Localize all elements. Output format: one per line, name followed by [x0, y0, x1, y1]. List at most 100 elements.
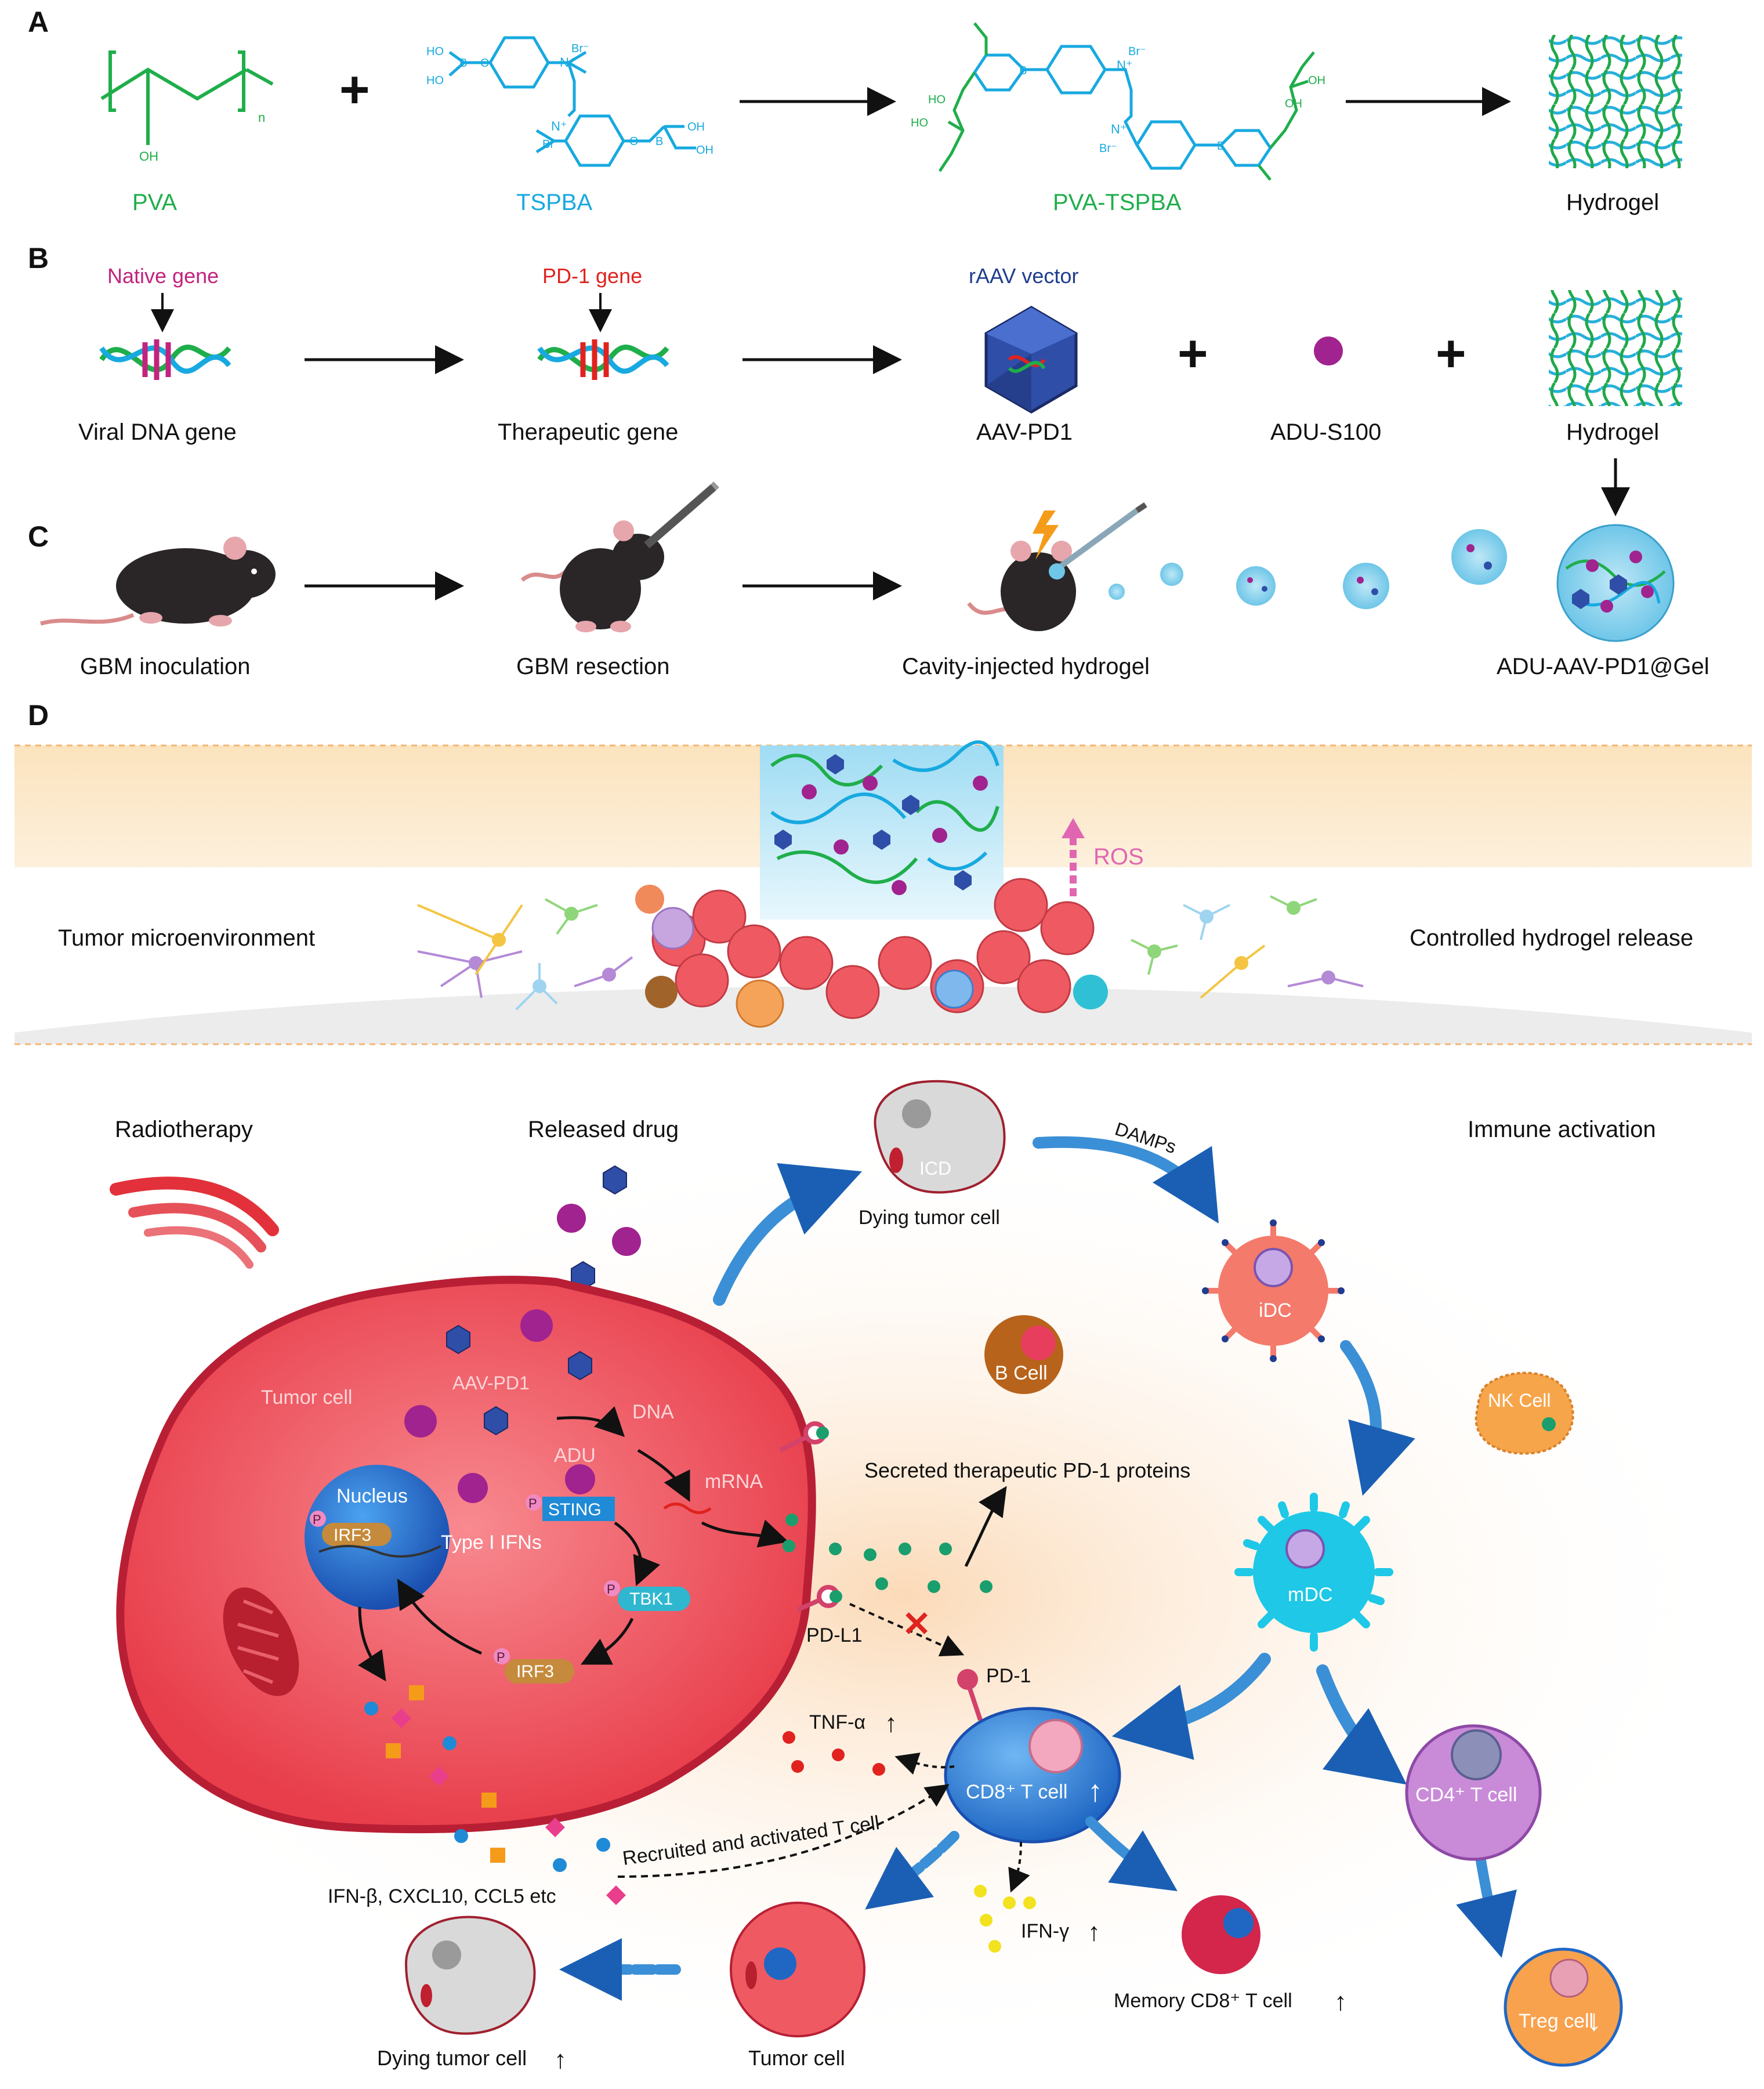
treg-cell-label: Treg cell [1519, 2010, 1593, 2032]
adu-aav-gel-label: ADU-AAV-PD1@Gel [1497, 654, 1709, 679]
pt-oh-1: OH [1308, 74, 1325, 87]
tspba-br-2: Br⁻ [542, 138, 560, 151]
dying-tumor-cell-bottom [404, 1916, 536, 2035]
tspba-b-1: B [459, 57, 467, 70]
b-cell-label: B Cell [995, 1362, 1048, 1384]
hydrogel-label-b: Hydrogel [1566, 419, 1659, 445]
secreted-pd1-label: Secreted therapeutic PD-1 proteins [864, 1458, 1190, 1482]
sting-p [526, 1494, 542, 1511]
pva-n: n [258, 110, 265, 125]
radiotherapy-waves [110, 1176, 279, 1269]
dying-tumor-cell-top-label: Dying tumor cell [859, 1207, 1000, 1229]
native-gene-label: Native gene [107, 264, 219, 288]
plus-b2: + [1436, 325, 1466, 383]
treg-cell [1504, 1947, 1623, 2067]
tbk1-p [604, 1580, 620, 1596]
therapeutic-gene-label: Therapeutic gene [498, 419, 678, 445]
gbm-inoculation-label: GBM inoculation [80, 654, 250, 679]
icd-label: ICD [919, 1158, 951, 1179]
dna-strand-nucleus [318, 1545, 441, 1558]
mdc-label: mDC [1288, 1584, 1332, 1606]
aav-pd1-label: AAV-PD1 [976, 419, 1073, 445]
tbk1-badge [618, 1587, 690, 1611]
pt-nplus-2: N⁺ [1111, 122, 1127, 136]
viral-dna-helix [99, 339, 231, 380]
panel-label-b: B [28, 242, 49, 274]
cd4-t-cell-label: CD4⁺ T cell [1415, 1784, 1517, 1806]
viral-dna-label: Viral DNA gene [78, 419, 237, 445]
therapeutic-gene-helix [537, 339, 669, 380]
hydrogel-bead-sequence [1109, 529, 1507, 609]
hydrogel-mesh-a [1549, 35, 1682, 168]
sting-pathway-arrows [358, 1406, 789, 1682]
tspba-nplus-1: N⁺ [560, 55, 576, 70]
pd-l1-receptor-top [779, 1421, 829, 1453]
tspba-ho-1: HO [426, 45, 444, 58]
plus-b1: + [1178, 325, 1208, 383]
tnf-alpha-label: TNF-α [809, 1711, 865, 1733]
raav-vector-label: rAAV vector [969, 264, 1078, 288]
cd8-up-arrow: ↑ [1088, 1775, 1103, 1808]
tspba-structure [448, 36, 696, 167]
tspba-label: TSPBA [516, 190, 592, 215]
mouse-inoculation [39, 537, 276, 627]
pt-br-2: Br⁻ [1099, 142, 1117, 155]
adu-aav-pd1-gel-bead [1556, 524, 1675, 642]
cd8-nucleus [1028, 1719, 1083, 1773]
large-tumor-cell [116, 1276, 816, 1834]
memory-cd8-t-cell [1182, 1895, 1260, 1974]
ros-arrow [1062, 818, 1085, 896]
pva-tspba-structure [938, 22, 1315, 181]
radiotherapy-label: Radiotherapy [115, 1117, 253, 1142]
hydrogel-column-fibers [770, 740, 999, 884]
panel-label-c: C [28, 520, 49, 553]
pt-br-1: Br⁻ [1128, 45, 1146, 58]
released-drug-label: Released drug [528, 1117, 679, 1142]
b-cell [984, 1315, 1063, 1394]
sting-badge [542, 1497, 615, 1521]
pt-b-1: B [1019, 64, 1027, 77]
adu-cell-label: ADU [554, 1444, 596, 1467]
tumor-microenvironment-label: Tumor microenvironment [58, 925, 315, 951]
released-drug-particles [557, 1165, 641, 1291]
irf3-nucleus-label: IRF3 [334, 1526, 371, 1545]
ifn-gamma-up: ↑ [1088, 1918, 1100, 1946]
hydrogel-mesh-b [1549, 290, 1682, 406]
dying-tumor-cell-up: ↑ [554, 2045, 567, 2074]
immune-flow-arrows [559, 1136, 1517, 2001]
tspba-o-1: O [480, 57, 490, 70]
pva-tspba-label: PVA-TSPBA [1053, 190, 1182, 215]
immune-activation-label: Immune activation [1468, 1117, 1656, 1142]
tbk1-label: TBK1 [629, 1590, 673, 1609]
tspba-ho-2: HO [426, 74, 444, 87]
treg-down-arrow: ↓ [1586, 2004, 1602, 2037]
cd4-t-cell [1405, 1724, 1542, 1861]
adu-s100-label: ADU-S100 [1270, 419, 1381, 445]
tnf-alpha-arrow [894, 1753, 955, 1775]
irf3-cyto-badge [505, 1659, 574, 1683]
memory-cd8-label: Memory CD8⁺ T cell [1114, 1990, 1292, 2012]
tissue-floor [15, 986, 1752, 1044]
pva-label: PVA [132, 190, 177, 215]
idc-label: iDC [1259, 1299, 1292, 1322]
sting-p-label: P [528, 1496, 537, 1511]
tspba-nplus-2: N⁺ [551, 119, 567, 133]
plus-a: + [339, 61, 370, 119]
recruited-t-cell-arrow [617, 1784, 950, 1878]
tspba-br-1: Br⁻ [571, 42, 589, 55]
mouse-resection [520, 481, 719, 632]
tnf-alpha-particles [783, 1731, 885, 1776]
aav-pd1-capsid [984, 306, 1078, 414]
pt-oh-2: OH [1285, 97, 1302, 110]
idc-cell [1202, 1219, 1345, 1362]
tspba-oh-2: OH [696, 144, 713, 157]
pt-ho-1: HO [928, 93, 946, 106]
tumor-cell-cluster [635, 878, 1108, 1028]
pd-l1-receptor [796, 1585, 842, 1612]
cytokine-particles [364, 1685, 626, 1905]
tumor-cell-bottom [730, 1902, 865, 2037]
hydrogel-label-a: Hydrogel [1566, 190, 1659, 215]
mrna-label: mRNA [705, 1471, 763, 1493]
irf3-cyto-p-label: P [497, 1650, 505, 1664]
